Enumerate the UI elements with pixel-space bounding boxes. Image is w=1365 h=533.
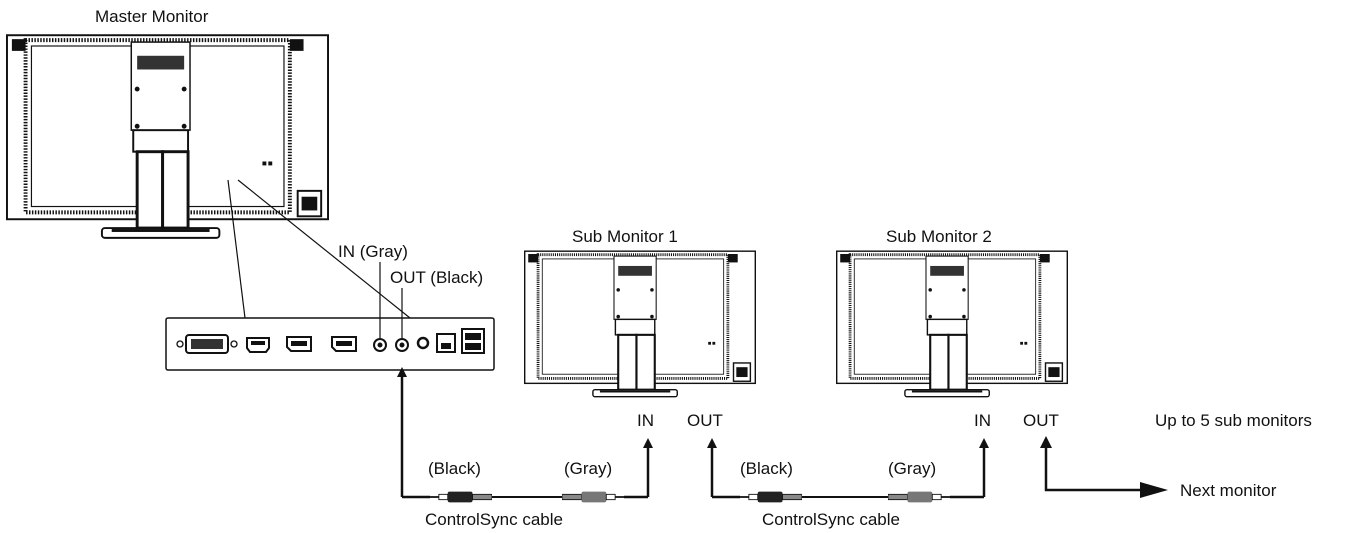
master-monitor-label: Master Monitor bbox=[95, 7, 209, 26]
sub2-out-label: OUT bbox=[1023, 411, 1059, 430]
cable2-gray-label: (Gray) bbox=[888, 459, 936, 478]
sub1-in-label: IN bbox=[637, 411, 654, 430]
cable2-name-label: ControlSync cable bbox=[762, 510, 900, 529]
sub-monitor-2 bbox=[836, 250, 1068, 399]
usb-b-port-icon bbox=[436, 333, 456, 353]
sub1-out-label: OUT bbox=[687, 411, 723, 430]
out-black-label: OUT (Black) bbox=[390, 268, 483, 287]
port-panel bbox=[165, 317, 495, 371]
usb-a-port-icon bbox=[461, 328, 485, 354]
master-monitor bbox=[6, 34, 329, 240]
dvi-port-icon bbox=[176, 334, 238, 354]
controlsync-in-port-icon bbox=[373, 338, 387, 352]
cable1-name-label: ControlSync cable bbox=[425, 510, 563, 529]
zoom-line-left bbox=[227, 179, 246, 319]
cable-2 bbox=[707, 438, 989, 504]
sub-monitor-2-label: Sub Monitor 2 bbox=[886, 227, 992, 246]
cable1-black-label: (Black) bbox=[428, 459, 481, 478]
sub-monitor-1-label: Sub Monitor 1 bbox=[572, 227, 678, 246]
sub-monitor-1 bbox=[524, 250, 756, 399]
sub2-in-label: IN bbox=[974, 411, 991, 430]
controlsync-out-port-icon bbox=[395, 338, 409, 352]
cable1-gray-label: (Gray) bbox=[564, 459, 612, 478]
next-monitor-label: Next monitor bbox=[1180, 481, 1277, 500]
cable-1 bbox=[397, 367, 653, 504]
next-monitor-arrow bbox=[1040, 436, 1168, 498]
audio-port-icon bbox=[416, 336, 430, 350]
up-to-5-label: Up to 5 sub monitors bbox=[1155, 411, 1312, 430]
cable2-black-label: (Black) bbox=[740, 459, 793, 478]
zoom-line-right bbox=[237, 179, 411, 319]
in-gray-label: IN (Gray) bbox=[338, 242, 408, 261]
